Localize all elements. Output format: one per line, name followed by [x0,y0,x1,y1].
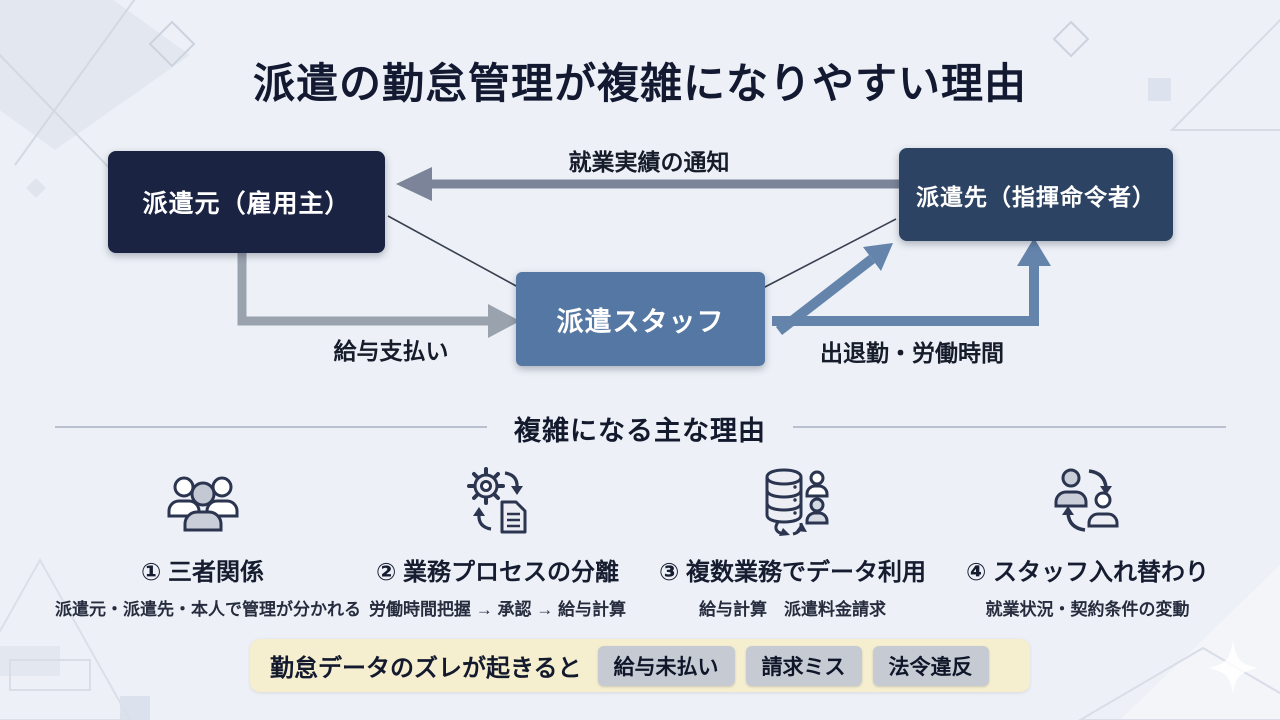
attendance-elbow-arrow [772,238,1051,326]
reasons-heading: 複雑になる主な理由 [514,416,766,446]
reasons-list: ① 三者関係 派遣元・派遣先・本人で管理が分かれる [55,462,1235,620]
risk-badge-unpaid-salary: 給与未払い [597,645,735,686]
people-group-icon [55,462,350,548]
salary-payment-label: 給与支払い [333,338,449,364]
salary-payment-arrow [237,253,520,338]
work-report-label: 就業実績の通知 [568,149,730,175]
node-dispatch-staff: 派遣スタッフ [516,272,765,366]
database-users-icon [645,462,940,548]
reason-title: ② 業務プロセスの分離 [376,559,619,586]
reason-subtitle: 労働時間把握 → 承認 → 給与計算 [369,600,626,619]
node-dispatch-agency: 派遣元（雇用主） [108,151,385,253]
reason-data-usage: ③ 複数業務でデータ利用 給与計算 派遣料金請求 [645,462,940,620]
reason-title: ① 三者関係 [141,559,264,586]
staff-client-line [762,218,897,289]
divider-right [793,426,1226,428]
page-title: 派遣の勤怠管理が複雑になりやすい理由 [252,60,1027,107]
reason-three-party: ① 三者関係 派遣元・派遣先・本人で管理が分かれる [55,462,361,620]
reason-title: ④ スタッフ入れ替わり [966,559,1209,586]
reason-process-separation: ② 業務プロセスの分離 労働時間把握 → 承認 → 給与計算 [350,462,645,620]
agency-staff-line [387,215,519,288]
risk-badge-billing-error: 請求ミス [745,645,862,686]
attendance-diagonal-arrow [775,243,893,335]
reason-subtitle: 就業状況・契約条件の変動 [985,600,1190,619]
reason-subtitle: 派遣元・派遣先・本人で管理が分かれる [55,600,361,619]
gear-document-cycle-icon [350,462,645,548]
risk-badge-legal-violation: 法令違反 [872,645,989,686]
reason-staff-turnover: ④ スタッフ入れ替わり 就業状況・契約条件の変動 [940,462,1235,620]
staff-swap-icon [940,462,1235,548]
node-client-company: 派遣先（指揮命令者） [899,148,1173,241]
divider-left [55,426,487,428]
warning-label: 勤怠データのズレが起きると [270,655,582,682]
warning-banner: 勤怠データのズレが起きると 給与未払い 請求ミス 法令違反 [250,639,1030,692]
reason-subtitle: 給与計算 派遣料金請求 [699,600,886,619]
reason-title: ③ 複数業務でデータ利用 [659,559,926,586]
attendance-label: 出退勤・労働時間 [820,340,1004,366]
